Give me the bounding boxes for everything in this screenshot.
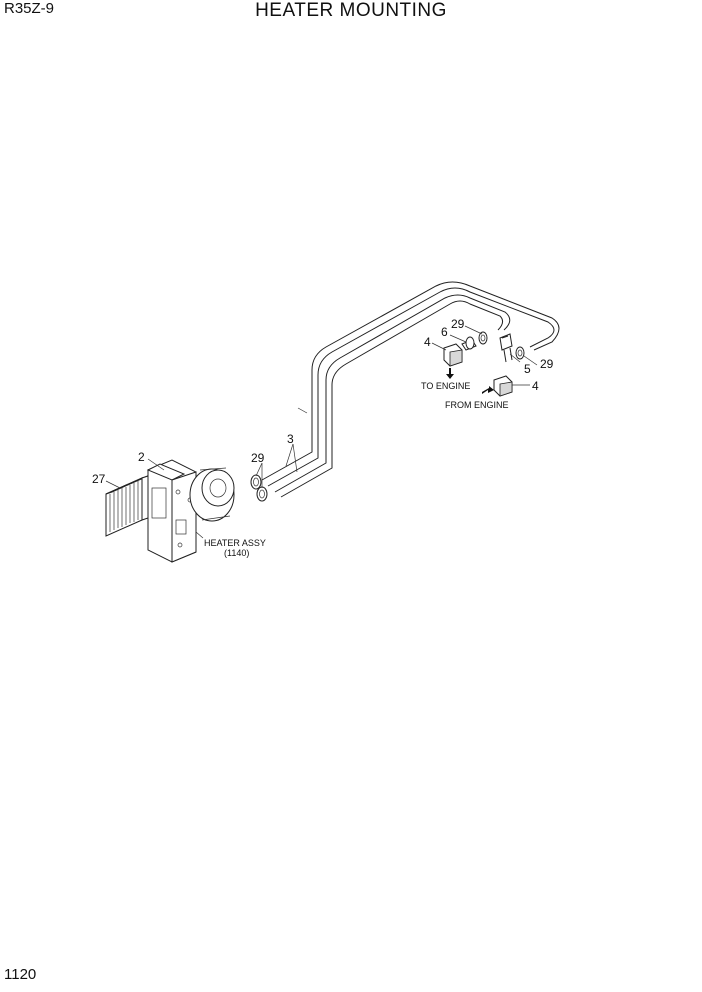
valve-bottom — [493, 375, 513, 397]
note-heater-assy-ref: (1140) — [224, 548, 249, 558]
hose-band-top — [478, 331, 488, 345]
hose-bundle — [261, 281, 560, 498]
page-number: 1120 — [4, 966, 37, 983]
arrow-to-engine — [446, 368, 454, 379]
filter-element — [105, 475, 149, 537]
hose-band-right — [515, 346, 525, 360]
nipple-fitting — [461, 336, 477, 351]
valve-top — [443, 343, 463, 367]
callout-29-top: 29 — [451, 317, 465, 331]
leader-lines — [105, 325, 538, 539]
heater-assembly — [146, 459, 235, 563]
hose-band-left — [250, 474, 268, 502]
callout-6: 6 — [441, 325, 448, 339]
arrow-from-engine — [482, 386, 494, 394]
note-from-engine: FROM ENGINE — [445, 400, 509, 410]
note-to-engine: TO ENGINE — [421, 381, 470, 391]
model-code: R35Z-9 — [4, 0, 55, 17]
elbow-fitting — [499, 333, 513, 363]
callout-4-right: 4 — [532, 379, 539, 393]
callout-5: 5 — [524, 362, 531, 376]
note-heater-assy: HEATER ASSY — [204, 538, 266, 548]
callout-3: 3 — [287, 432, 294, 446]
callout-27: 27 — [92, 472, 106, 486]
dash-mark — [297, 407, 308, 414]
callout-29-left: 29 — [251, 451, 265, 465]
callout-4-top: 4 — [424, 335, 431, 349]
callout-29-right: 29 — [540, 357, 554, 371]
page-title: HEATER MOUNTING — [255, 0, 447, 21]
callout-2: 2 — [138, 450, 145, 464]
